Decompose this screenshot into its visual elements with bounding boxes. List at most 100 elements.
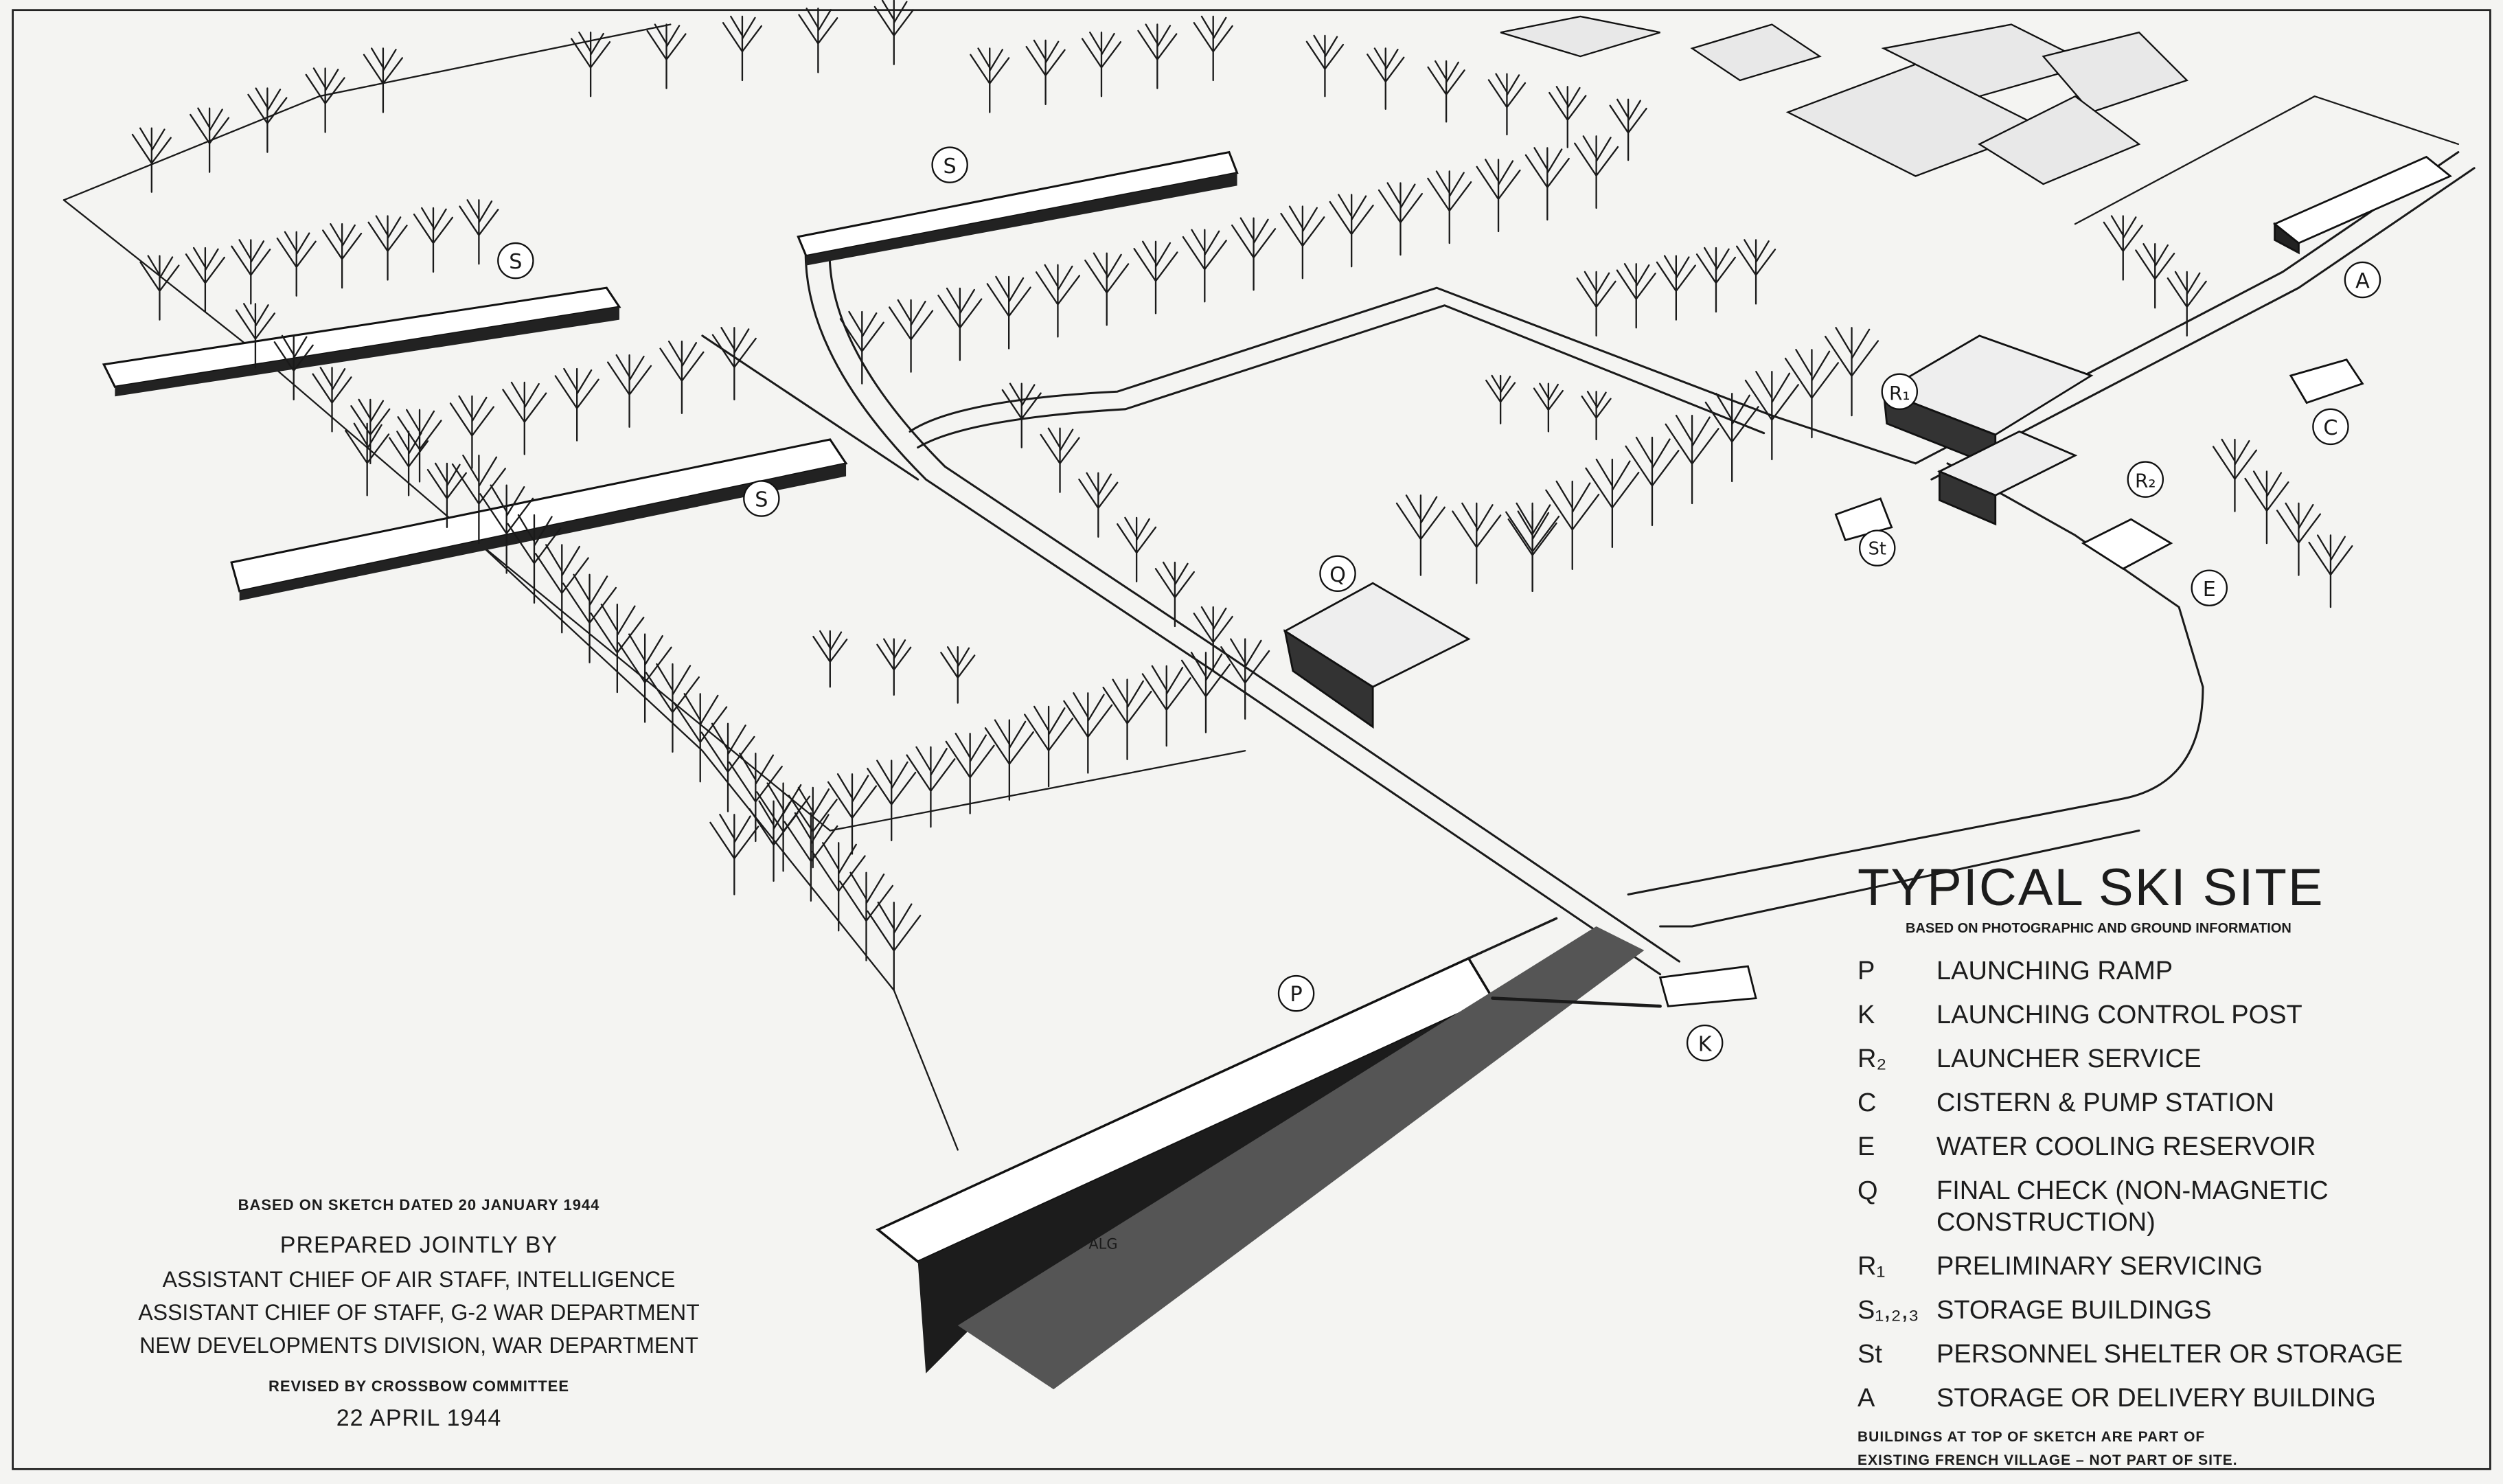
launching-ramp: [876, 917, 1662, 1390]
tree-icon: [646, 23, 687, 89]
tree-icon: [1035, 264, 1080, 338]
tree-icon: [1133, 240, 1178, 315]
tree-icon: [984, 719, 1034, 801]
org-line-1: ASSISTANT CHIEF OF AIR STAFF, INTELLIGEN…: [162, 1267, 676, 1292]
tree-icon: [1524, 147, 1570, 221]
tree-icon: [1367, 47, 1405, 110]
label-text: S: [944, 155, 957, 179]
tree-icon: [131, 127, 172, 193]
tree-icon: [139, 255, 180, 321]
tree-icon: [363, 47, 403, 113]
tree-icon: [1141, 665, 1191, 747]
tree-icon: [970, 47, 1010, 113]
label-p[interactable]: P: [1277, 974, 1315, 1012]
tree-icon: [345, 422, 390, 496]
tree-icon: [367, 215, 408, 281]
legend-code: St: [1858, 1340, 1882, 1369]
label-r1[interactable]: R₁: [1881, 373, 1919, 410]
tree-icon: [1576, 271, 1616, 337]
org-line-3: NEW DEVELOPMENTS DIVISION, WAR DEPARTMEN…: [139, 1333, 698, 1358]
label-q[interactable]: Q: [1319, 555, 1356, 592]
tree-icon: [827, 773, 878, 855]
prepared-by-text: PREPARED JOINTLY BY: [279, 1232, 558, 1258]
tree-icon: [426, 462, 467, 529]
label-s-left[interactable]: S: [497, 242, 534, 279]
tree-icon: [413, 207, 454, 273]
label-a[interactable]: A: [2344, 261, 2381, 299]
tree-icon: [867, 760, 917, 841]
tree-icon: [459, 199, 499, 265]
tree-icon: [945, 733, 995, 814]
label-text: St: [1868, 538, 1886, 559]
label-k[interactable]: K: [1686, 1024, 1724, 1062]
legend-desc: FINAL CHECK (NON-MAGNETIC CONSTRUCTION): [1936, 1176, 2329, 1237]
legend-code: E: [1858, 1132, 1875, 1161]
tree-icon: [906, 746, 956, 828]
tree-icon: [722, 15, 763, 82]
tree-icon: [1736, 239, 1776, 305]
tree-icon: [1609, 98, 1647, 161]
legend-desc: STORAGE BUILDINGS: [1936, 1296, 2212, 1325]
label-text: S: [509, 250, 522, 274]
tree-icon: [1656, 255, 1696, 321]
tree-icon: [1704, 392, 1759, 483]
tree-icon: [571, 32, 611, 98]
tree-icon: [1378, 182, 1424, 256]
based-on-text: BASED ON SKETCH DATED 20 JANUARY 1944: [238, 1196, 600, 1213]
tree-icon: [788, 786, 838, 869]
tree-icon: [1485, 374, 1516, 424]
tree-icon: [1024, 705, 1074, 788]
tree-icon: [1102, 678, 1152, 760]
label-e[interactable]: E: [2191, 569, 2228, 606]
tree-icon: [1040, 427, 1080, 493]
tree-icon: [1078, 472, 1119, 538]
tree-icon: [1784, 349, 1839, 439]
tree-icon: [1533, 383, 1564, 433]
tree-icon: [1305, 34, 1345, 98]
tree-icon: [2244, 470, 2289, 545]
tree-icon: [1825, 327, 1879, 417]
tree-icon: [839, 310, 884, 385]
field-boundaries: [62, 23, 2460, 1151]
tree-icon: [554, 367, 599, 442]
tree-icon: [986, 275, 1031, 350]
site-buildings: [1283, 155, 2452, 1007]
tree-icon: [937, 287, 983, 361]
tree-icon: [1487, 73, 1527, 136]
artist-signature: ALG: [1088, 1236, 1117, 1253]
label-st[interactable]: St: [1859, 529, 1896, 567]
tree-icon: [607, 354, 652, 428]
label-c[interactable]: C: [2312, 408, 2349, 446]
tree-icon: [1545, 480, 1600, 571]
tree-icon: [247, 87, 288, 153]
legend-desc: CISTERN & PUMP STATION: [1936, 1088, 2274, 1117]
tree-icon: [798, 8, 838, 73]
label-s-mid[interactable]: S: [743, 480, 780, 517]
tree-icon: [389, 431, 429, 496]
credits-block: BASED ON SKETCH DATED 20 JANUARY 1944 PR…: [89, 1191, 748, 1436]
tree-icon: [1001, 383, 1042, 448]
map-labels: S S S A R₁ C R₂ St E Q P K ALG: [497, 146, 2381, 1253]
revised-text: REVISED BY CROSSBOW COMMITTEE: [268, 1378, 570, 1395]
label-r2[interactable]: R₂: [2127, 461, 2164, 498]
label-text: E: [2203, 578, 2216, 602]
tree-icon: [1025, 39, 1066, 105]
label-text: P: [1290, 983, 1302, 1007]
tree-icon: [1081, 32, 1122, 98]
tree-icon: [312, 367, 352, 433]
tree-icon: [1507, 510, 1557, 592]
tree-icon: [1137, 23, 1178, 89]
tree-icon: [231, 239, 271, 305]
label-text: R₂: [2135, 470, 2156, 492]
label-s-top[interactable]: S: [931, 146, 968, 183]
tree-icon: [1427, 60, 1465, 123]
legend-code: R₁: [1858, 1252, 1886, 1281]
